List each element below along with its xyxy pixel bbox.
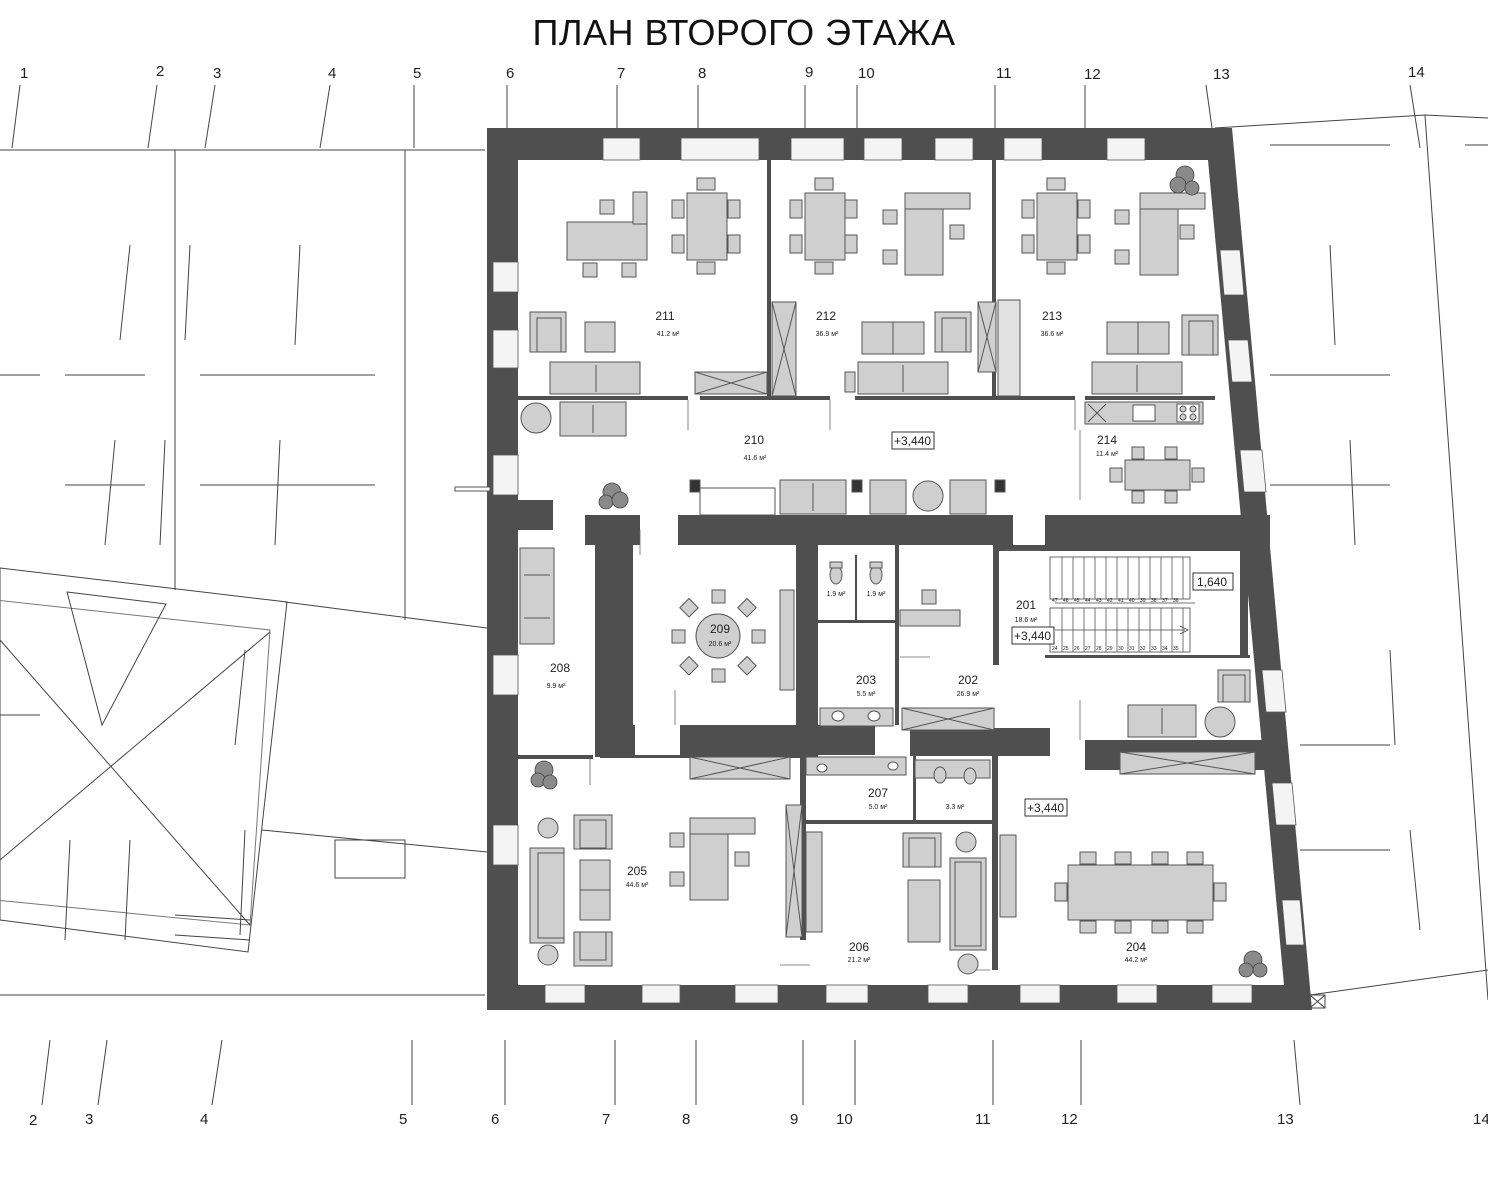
wc-area: 1.9 м² bbox=[827, 591, 846, 598]
axis-label: 11 bbox=[975, 1111, 991, 1128]
axis-label: 10 bbox=[836, 1111, 853, 1128]
stair-step-number: 26 bbox=[1074, 646, 1080, 652]
stair-step-number: 30 bbox=[1118, 646, 1124, 652]
stair-step-number: 28 bbox=[1096, 646, 1102, 652]
wc-area: 1.9 м² bbox=[867, 591, 886, 598]
room-area: 11.4 м² bbox=[1096, 451, 1119, 458]
room-area: 44.6 м² bbox=[626, 882, 649, 889]
room-labels: 211 41.2 м² 212 36.9 м² 213 36.6 м² 210 … bbox=[547, 309, 1148, 964]
stair-step-number: 31 bbox=[1129, 646, 1135, 652]
axis-label: 8 bbox=[682, 1111, 690, 1128]
room-area: 9.9 м² bbox=[547, 683, 566, 690]
level-mark: 1,640 bbox=[1197, 575, 1227, 589]
stair-step-number: 47 bbox=[1052, 598, 1058, 604]
level-mark: +3,440 bbox=[1027, 801, 1064, 815]
level-mark: +3,440 bbox=[894, 434, 931, 448]
axis-ticks bbox=[11, 84, 1421, 1106]
axis-labels-bottom: 2 3 4 5 6 7 8 9 10 11 12 13 14 bbox=[29, 1111, 1488, 1129]
stair-step-number: 40 bbox=[1129, 598, 1135, 604]
axis-label: 3 bbox=[213, 65, 221, 82]
plan-title: ПЛАН ВТОРОГО ЭТАЖА bbox=[532, 12, 956, 53]
room-area: 44.2 м² bbox=[1125, 957, 1148, 964]
stair-step-number: 32 bbox=[1140, 646, 1146, 652]
axis-label: 5 bbox=[399, 1111, 407, 1128]
axis-label: 13 bbox=[1277, 1111, 1294, 1128]
room-area: 26.9 м² bbox=[957, 691, 980, 698]
axis-label: 6 bbox=[491, 1111, 499, 1128]
axis-label: 4 bbox=[328, 65, 336, 82]
door-swings bbox=[589, 400, 1081, 971]
axis-label: 14 bbox=[1473, 1111, 1488, 1128]
axis-label: 6 bbox=[506, 65, 514, 82]
room-area: 18.6 м² bbox=[1015, 617, 1038, 624]
room-number: 211 bbox=[655, 309, 674, 323]
room-area: 36.6 м² bbox=[1041, 331, 1064, 338]
level-marks: +3,440 +3,440 +3,440 1,640 bbox=[891, 431, 1234, 817]
axis-label: 2 bbox=[29, 1112, 37, 1129]
room-number: 207 bbox=[868, 786, 888, 800]
axis-label: 9 bbox=[790, 1111, 798, 1128]
axis-label: 11 bbox=[996, 65, 1012, 82]
room-area: 20.6 м² bbox=[709, 641, 732, 648]
axis-labels-top: 1 2 3 4 5 6 7 8 9 10 11 12 13 14 bbox=[20, 63, 1425, 83]
room-area: 41.2 м² bbox=[657, 331, 680, 338]
room-number: 213 bbox=[1042, 309, 1062, 323]
room-area: 41.6 м² bbox=[744, 455, 767, 462]
axis-label: 10 bbox=[858, 65, 875, 82]
stair-step-number: 44 bbox=[1085, 598, 1091, 604]
stair-step-number: 25 bbox=[1063, 646, 1069, 652]
stair-step-number: 34 bbox=[1162, 646, 1168, 652]
axis-label: 13 bbox=[1213, 66, 1230, 83]
axis-label: 8 bbox=[698, 65, 706, 82]
room-number: 206 bbox=[849, 940, 869, 954]
room-number: 208 bbox=[550, 661, 570, 675]
axis-label: 12 bbox=[1061, 1111, 1078, 1128]
axis-label: 12 bbox=[1084, 66, 1101, 83]
axis-label: 14 bbox=[1408, 64, 1425, 81]
room-number: 214 bbox=[1097, 433, 1117, 447]
stair-step-number: 27 bbox=[1085, 646, 1091, 652]
axis-label: 2 bbox=[156, 63, 164, 80]
stair-step-number: 36 bbox=[1173, 598, 1179, 604]
context-lines bbox=[0, 114, 1488, 1009]
stair-step-number: 29 bbox=[1107, 646, 1113, 652]
room-area: 5.0 м² bbox=[869, 804, 888, 811]
axis-label: 7 bbox=[617, 65, 625, 82]
stair-step-number: 39 bbox=[1140, 598, 1146, 604]
axis-label: 9 bbox=[805, 64, 813, 81]
room-number: 201 bbox=[1016, 598, 1036, 612]
level-mark: +3,440 bbox=[1014, 629, 1051, 643]
room-area: 5.5 м² bbox=[857, 691, 876, 698]
room-area: 36.9 м² bbox=[816, 331, 839, 338]
stair-step-number: 33 bbox=[1151, 646, 1157, 652]
wc-area: 3.3 м² bbox=[946, 804, 965, 811]
room-area: 21.2 м² bbox=[848, 957, 871, 964]
stair-step-numbers: 47 46 45 44 43 42 41 40 39 38 37 36 24 2… bbox=[1052, 598, 1179, 652]
stair-step-number: 41 bbox=[1118, 598, 1124, 604]
plants bbox=[530, 165, 1268, 978]
stair-step-number: 45 bbox=[1074, 598, 1080, 604]
room-number: 205 bbox=[627, 864, 647, 878]
room-number: 203 bbox=[856, 673, 876, 687]
room-number: 210 bbox=[744, 433, 764, 447]
stair-step-number: 37 bbox=[1162, 598, 1168, 604]
stair-step-number: 24 bbox=[1052, 646, 1058, 652]
stair-step-number: 35 bbox=[1173, 646, 1179, 652]
stair-step-number: 46 bbox=[1063, 598, 1069, 604]
axis-label: 4 bbox=[200, 1111, 208, 1128]
room-number: 202 bbox=[958, 673, 978, 687]
room-number: 212 bbox=[816, 309, 836, 323]
stair-step-number: 42 bbox=[1107, 598, 1113, 604]
axis-label: 1 bbox=[20, 65, 28, 82]
room-number: 204 bbox=[1126, 940, 1146, 954]
stair-step-number: 43 bbox=[1096, 598, 1102, 604]
furniture bbox=[519, 177, 1256, 975]
axis-label: 3 bbox=[85, 1111, 93, 1128]
room-number: 209 bbox=[710, 622, 730, 636]
axis-label: 7 bbox=[602, 1111, 610, 1128]
stair-step-number: 38 bbox=[1151, 598, 1157, 604]
axis-label: 5 bbox=[413, 65, 421, 82]
